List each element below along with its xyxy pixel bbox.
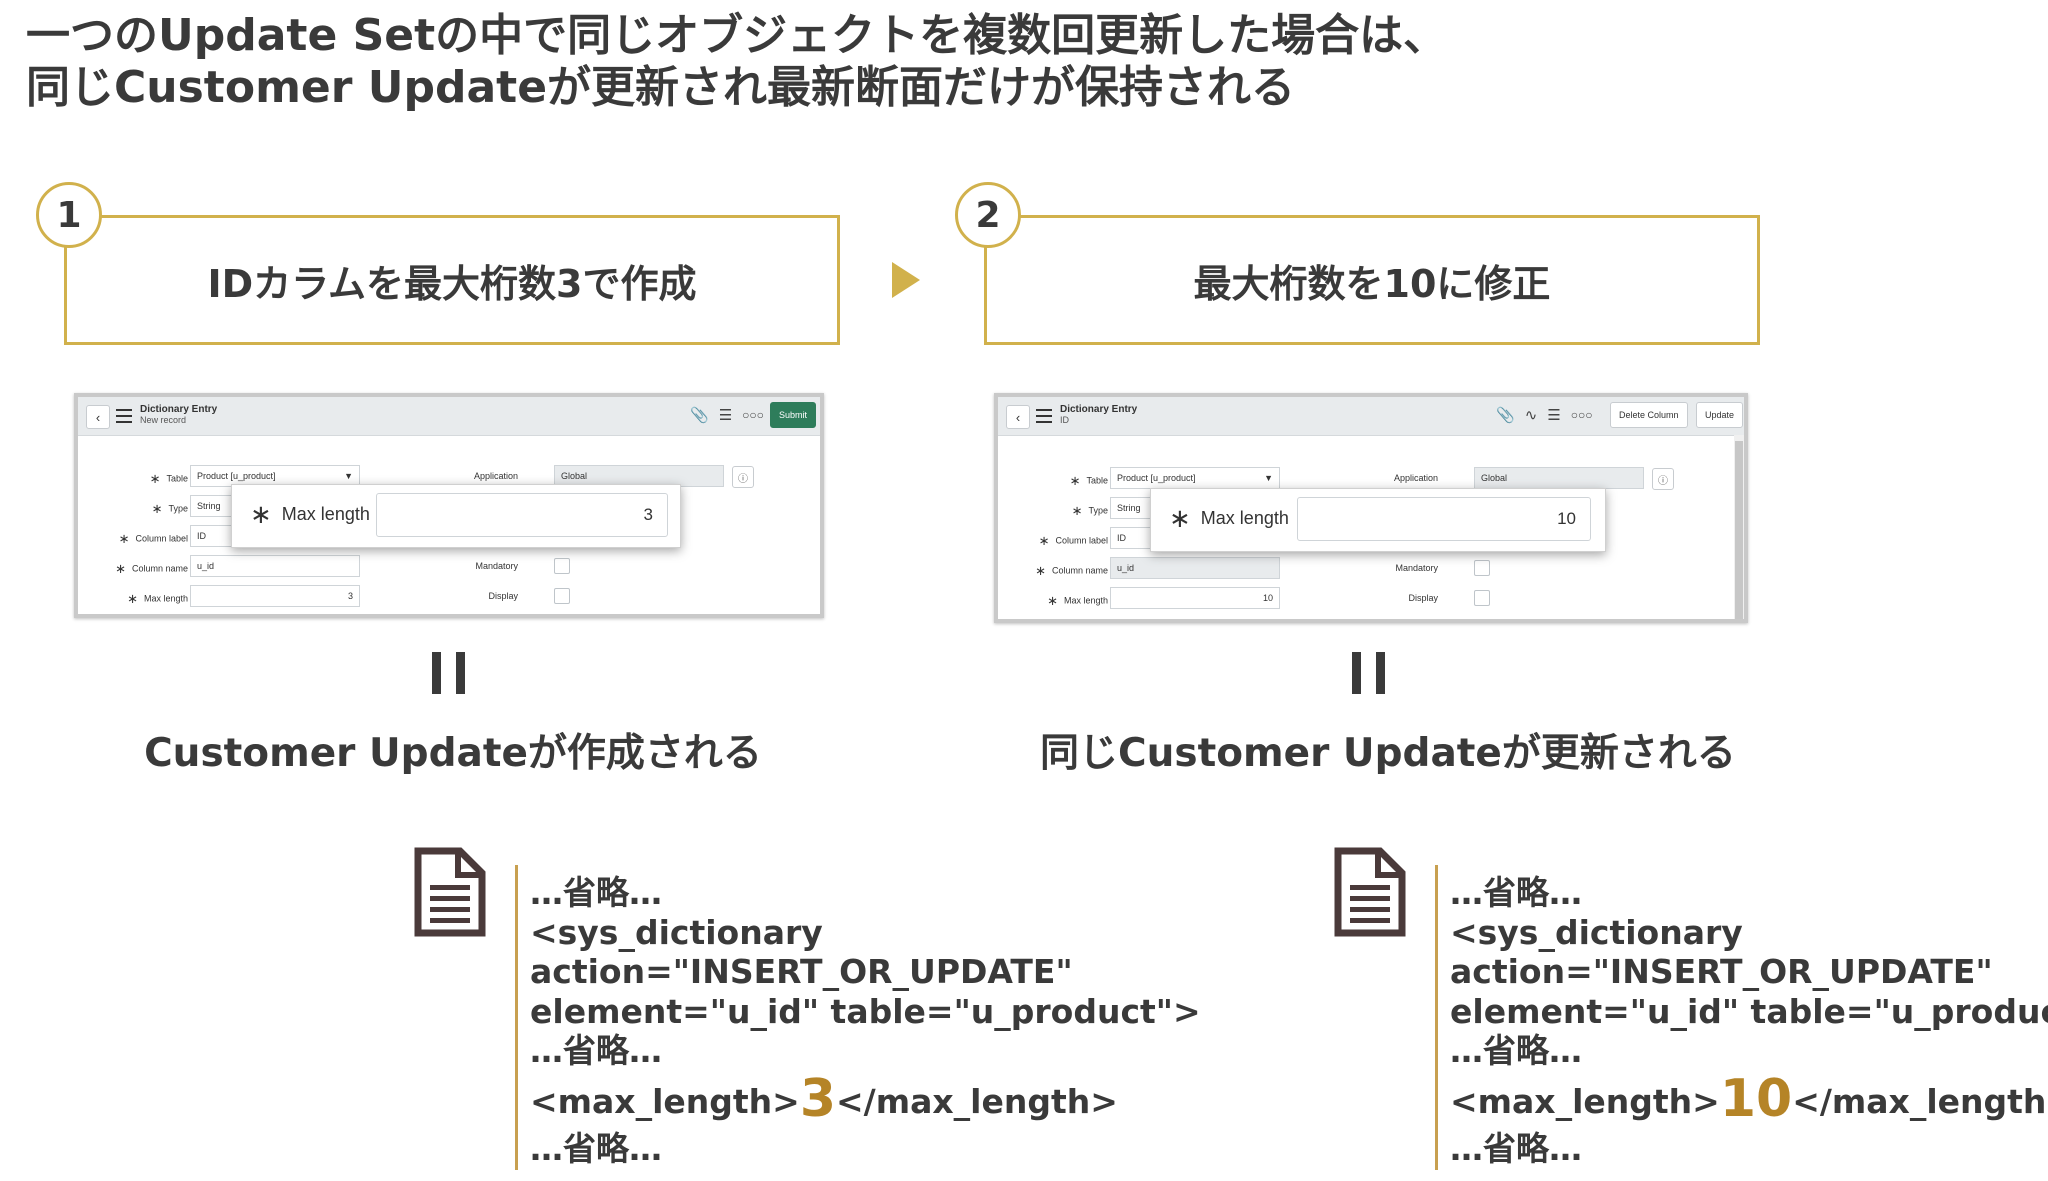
- type-field-label: ∗Type: [151, 501, 188, 516]
- table-field-label: ∗Table: [149, 471, 188, 486]
- hamburger-menu-icon[interactable]: [1036, 409, 1052, 423]
- display-checkbox[interactable]: [554, 588, 570, 604]
- step-2-box: 最大桁数を10に修正: [984, 215, 1760, 345]
- back-icon[interactable]: ‹: [86, 405, 110, 429]
- dropdown-arrow-icon: ▼: [344, 471, 353, 481]
- type-field-label: ∗Type: [1071, 503, 1108, 518]
- info-icon[interactable]: ⓘ: [1652, 468, 1674, 490]
- application-field[interactable]: Global: [1474, 467, 1644, 489]
- max-length-field[interactable]: 10: [1110, 587, 1280, 609]
- equals-icon: [1352, 652, 1386, 694]
- settings-sliders-icon[interactable]: ☰: [718, 407, 733, 424]
- mandatory-checkbox[interactable]: [1474, 560, 1490, 576]
- code-omit-line: …省略…: [530, 1031, 662, 1070]
- back-icon[interactable]: ‹: [1006, 405, 1030, 429]
- settings-sliders-icon[interactable]: ☰: [1547, 407, 1561, 424]
- more-options-icon[interactable]: ○○○: [742, 408, 764, 422]
- update-button[interactable]: Update: [1696, 402, 1744, 428]
- code-divider-line: [515, 865, 518, 1170]
- document-icon: [414, 847, 486, 937]
- column-name-field-label: ∗Column name: [115, 561, 188, 576]
- step-1-box: IDカラムを最大桁数3で作成: [64, 215, 840, 345]
- code-omit-line: …省略…: [530, 873, 662, 912]
- equals-icon: [432, 652, 466, 694]
- display-field-label: Display: [1408, 593, 1438, 603]
- result-step-1: Customer Updateが作成される: [144, 731, 762, 776]
- step-1-label: IDカラムを最大桁数3で作成: [207, 261, 697, 306]
- xml-snippet-step-2: …省略… <sys_dictionary action="INSERT_OR_U…: [1450, 873, 2048, 1168]
- application-field-label: Application: [1393, 473, 1438, 483]
- form-title: Dictionary Entry: [1060, 404, 1138, 415]
- title-line-1: 一つのUpdate Setの中で同じオブジェクトを複数回更新した場合は、: [26, 10, 1448, 61]
- form-title: Dictionary Entry: [140, 404, 218, 415]
- delete-column-button[interactable]: Delete Column: [1610, 402, 1688, 428]
- max-length-zoom-callout: ∗Max length 10: [1150, 488, 1606, 552]
- code-line: <sys_dictionary: [1450, 912, 1743, 952]
- table-field[interactable]: Product [u_product]▼: [1110, 467, 1280, 489]
- document-icon: [1334, 847, 1406, 937]
- column-name-field-label: ∗Column name: [1035, 563, 1108, 578]
- step-arrow-icon: [892, 262, 920, 298]
- code-omit-line: …省略…: [1450, 1031, 1582, 1070]
- screenshot-step-1: ‹ Dictionary Entry New record 📎 ☰ ○○○ Su…: [74, 393, 824, 618]
- code-line: <sys_dictionary: [530, 912, 823, 952]
- step-1-number: 1: [36, 182, 102, 248]
- code-divider-line: [1435, 865, 1438, 1170]
- code-line: action="INSERT_OR_UPDATE": [530, 952, 1073, 991]
- application-field-label: Application: [473, 471, 518, 481]
- info-icon[interactable]: ⓘ: [732, 466, 754, 488]
- display-checkbox[interactable]: [1474, 590, 1490, 606]
- step-2-number: 2: [955, 182, 1021, 248]
- zoom-max-length-label: ∗Max length: [250, 499, 370, 529]
- display-field-label: Display: [488, 591, 518, 601]
- column-label-field-label: ∗Column label: [118, 531, 188, 546]
- more-options-icon[interactable]: ○○○: [1570, 408, 1593, 422]
- hamburger-menu-icon[interactable]: [116, 409, 132, 423]
- code-omit-line: …省略…: [1450, 873, 1582, 912]
- form-header: ‹ Dictionary Entry New record 📎 ☰ ○○○ Su…: [78, 397, 820, 436]
- form-subtitle: New record: [140, 415, 187, 425]
- activity-icon[interactable]: ∿: [1524, 407, 1538, 424]
- code-line: action="INSERT_OR_UPDATE": [1450, 952, 1993, 991]
- code-line: element="u_id" table="u_product">: [1450, 991, 2048, 1031]
- result-step-2: 同じCustomer Updateが更新される: [1040, 731, 1736, 776]
- xml-snippet-step-1: …省略… <sys_dictionary action="INSERT_OR_U…: [530, 873, 1201, 1168]
- column-name-field[interactable]: u_id: [1110, 557, 1280, 579]
- scrollbar[interactable]: [1734, 435, 1744, 619]
- submit-button[interactable]: Submit: [770, 402, 817, 428]
- form-header: ‹ Dictionary Entry ID 📎 ∿ ☰ ○○○ Delete C…: [998, 397, 1744, 436]
- mandatory-checkbox[interactable]: [554, 558, 570, 574]
- max-length-field[interactable]: 3: [190, 585, 360, 607]
- slide-title: 一つのUpdate Setの中で同じオブジェクトを複数回更新した場合は、 同じC…: [26, 10, 1926, 114]
- code-max-length-line: <max_length>10</max_length>: [1450, 1068, 2048, 1129]
- max-length-field-label: ∗Max length: [1047, 593, 1108, 608]
- mandatory-field-label: Mandatory: [1395, 563, 1438, 573]
- zoom-max-length-input[interactable]: 10: [1297, 497, 1591, 541]
- max-length-value-highlight: 10: [1719, 1068, 1793, 1129]
- screenshot-step-2: ‹ Dictionary Entry ID 📎 ∿ ☰ ○○○ Delete C…: [994, 393, 1748, 623]
- mandatory-field-label: Mandatory: [475, 561, 518, 571]
- max-length-zoom-callout: ∗Max length 3: [231, 484, 681, 548]
- code-max-length-line: <max_length>3</max_length>: [530, 1068, 1118, 1129]
- attachment-icon[interactable]: 📎: [1496, 407, 1515, 424]
- column-label-field-label: ∗Column label: [1038, 533, 1108, 548]
- code-line: element="u_id" table="u_product">: [530, 991, 1201, 1031]
- code-omit-line: …省略…: [1450, 1128, 1582, 1168]
- form-subtitle: ID: [1060, 415, 1069, 425]
- attachment-icon[interactable]: 📎: [690, 407, 709, 424]
- zoom-max-length-label: ∗Max length: [1169, 503, 1289, 533]
- column-name-field[interactable]: u_id: [190, 555, 360, 577]
- max-length-field-label: ∗Max length: [127, 591, 188, 606]
- title-line-2: 同じCustomer Updateが更新され最新断面だけが保持される: [26, 62, 1296, 113]
- zoom-max-length-input[interactable]: 3: [376, 493, 668, 537]
- code-omit-line: …省略…: [530, 1128, 662, 1168]
- max-length-value-highlight: 3: [799, 1068, 837, 1129]
- dropdown-arrow-icon: ▼: [1264, 473, 1273, 483]
- table-field-label: ∗Table: [1069, 473, 1108, 488]
- step-2-label: 最大桁数を10に修正: [1193, 261, 1551, 306]
